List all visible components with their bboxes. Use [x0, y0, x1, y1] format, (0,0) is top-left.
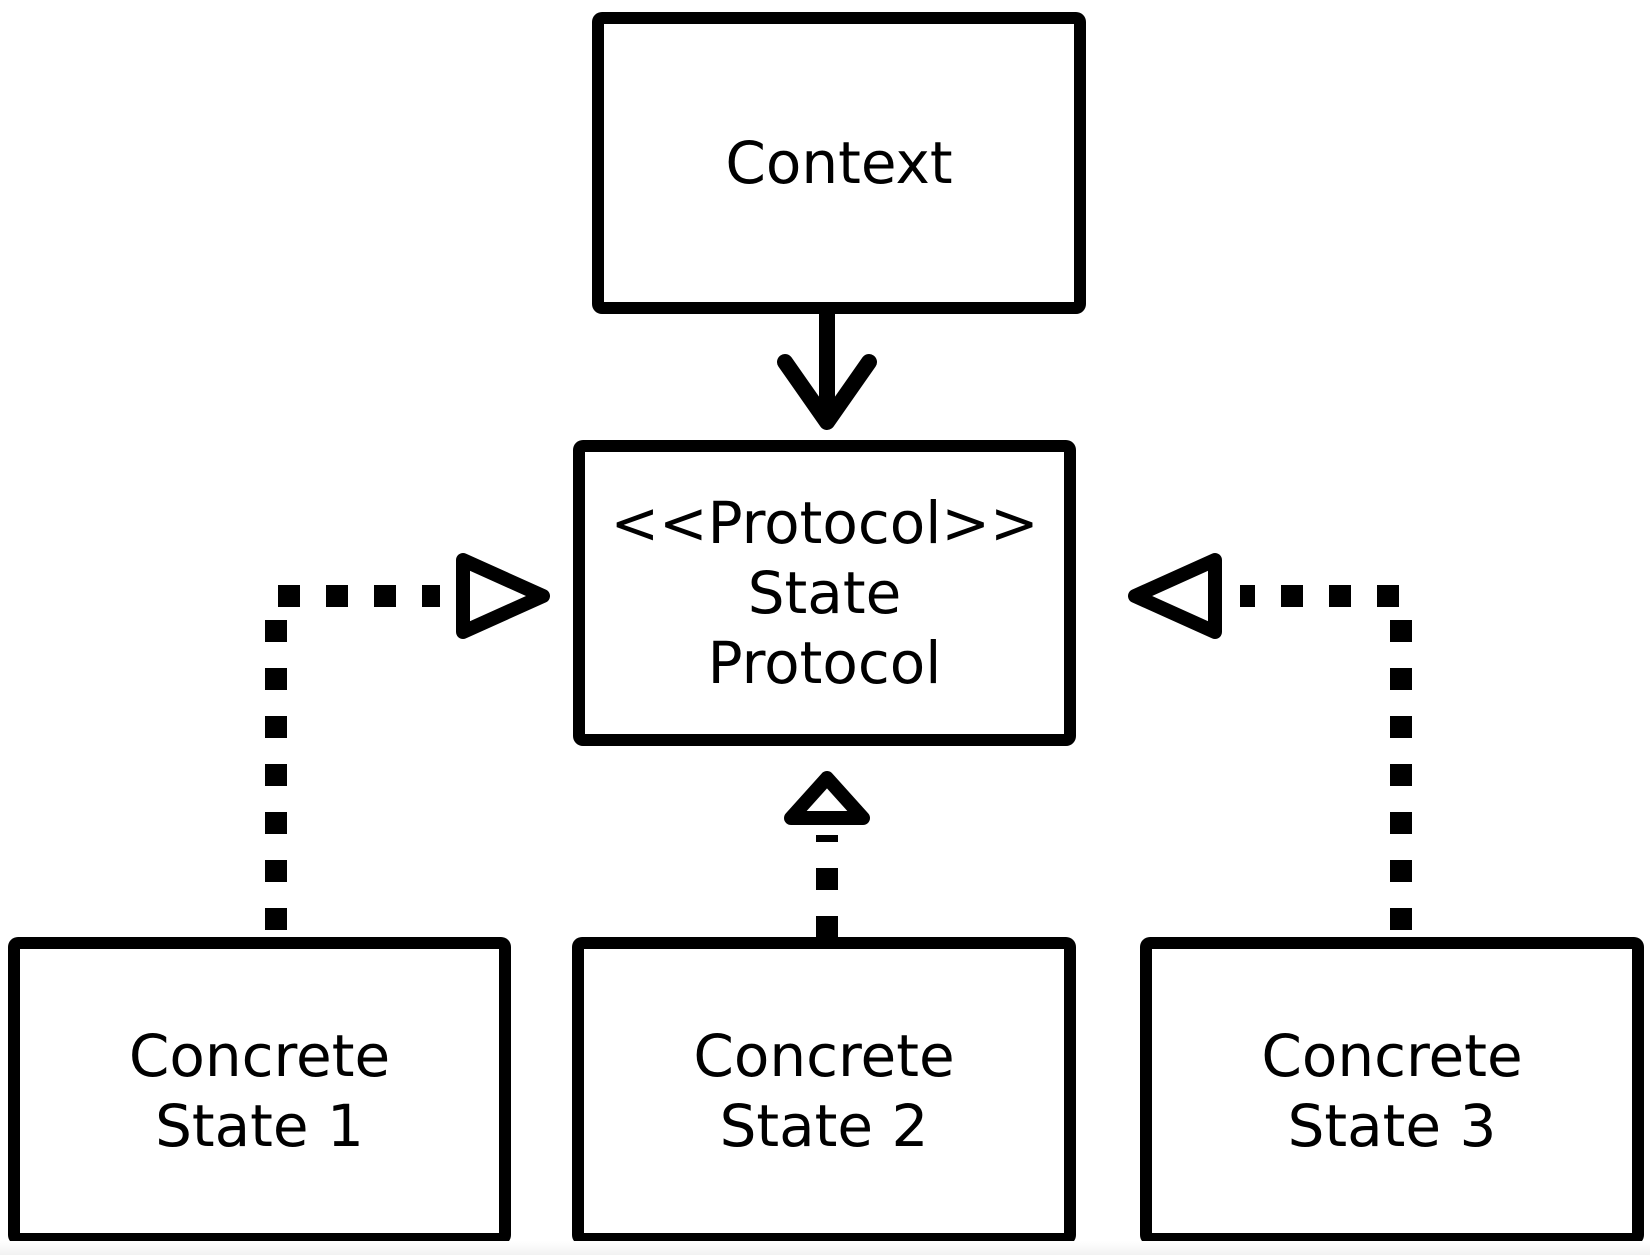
hollow-triangle-icon — [456, 553, 550, 639]
stereotype-label: <<Protocol>> — [610, 489, 1039, 557]
concrete-state-1-label-line-1: Concrete — [128, 1022, 391, 1090]
state-protocol-box: <<Protocol>> State Protocol — [573, 440, 1076, 746]
bottom-edge-shadow — [0, 1241, 1650, 1255]
realization-edge-state-1 — [265, 553, 550, 930]
state-protocol-label-line-1: State — [747, 559, 902, 627]
context-label: Context — [725, 129, 953, 197]
open-arrowhead-icon — [777, 354, 877, 430]
concrete-state-2-label-line-1: Concrete — [693, 1022, 955, 1090]
concrete-state-1-label-line-2: State 1 — [155, 1092, 364, 1160]
association-arrow — [777, 304, 877, 430]
concrete-state-3-label-line-1: Concrete — [1261, 1022, 1523, 1090]
hollow-triangle-icon — [784, 771, 870, 825]
dotted-line — [265, 585, 440, 930]
hollow-triangle-icon — [1128, 553, 1222, 639]
realization-edge-state-2 — [784, 771, 870, 938]
dotted-line — [1240, 585, 1412, 930]
state-protocol-label-line-2: Protocol — [707, 629, 942, 697]
context-box: Context — [592, 12, 1086, 314]
concrete-state-3-label-line-2: State 3 — [1287, 1092, 1497, 1160]
concrete-state-3-box: Concrete State 3 — [1140, 937, 1644, 1245]
concrete-state-2-label-line-2: State 2 — [719, 1092, 929, 1160]
concrete-state-2-box: Concrete State 2 — [572, 937, 1076, 1245]
concrete-state-1-box: Concrete State 1 — [8, 937, 511, 1245]
realization-edge-state-3 — [1128, 553, 1412, 930]
